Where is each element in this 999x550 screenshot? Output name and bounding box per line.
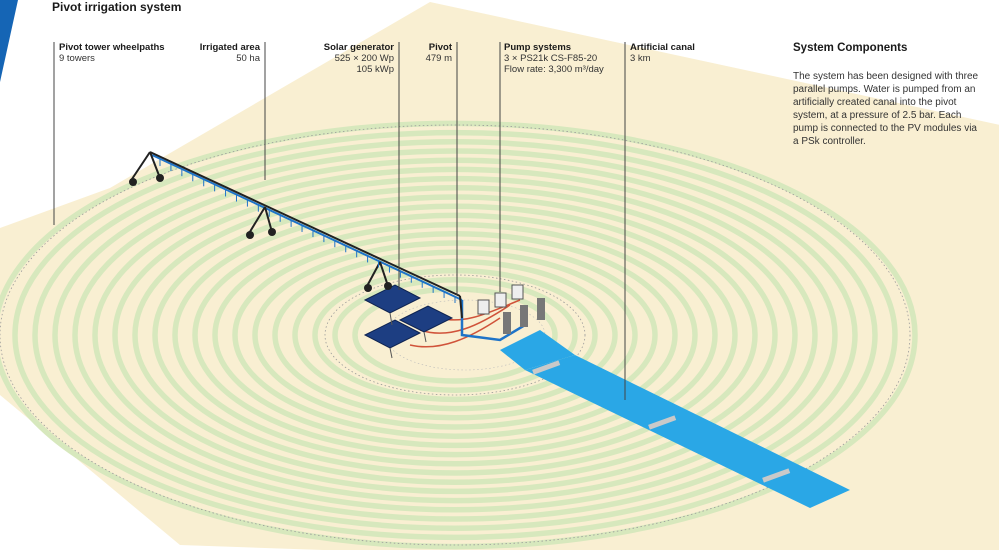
- irrigation-ring: [132, 185, 778, 485]
- callout-pumps-value2: Flow rate: 3,300 m³/day: [504, 64, 604, 75]
- callout-wheelpaths-label: Pivot tower wheelpaths: [59, 42, 165, 53]
- callout-solar: Solar generator 525 × 200 Wp 105 kWp: [294, 42, 394, 75]
- irrigation-ring: [192, 212, 718, 458]
- inner-boundary: [324, 274, 586, 396]
- irrigation-ring: [92, 166, 818, 504]
- psk-controllers: [477, 284, 524, 315]
- callout-area: Irrigated area 50 ha: [180, 42, 260, 64]
- callout-pumps-label: Pump systems: [504, 42, 572, 53]
- irrigation-ring: [52, 148, 858, 522]
- irrigation-ring: [272, 249, 638, 421]
- callout-pivot-label: Pivot: [428, 42, 452, 53]
- callout-area-value: 50 ha: [236, 53, 260, 64]
- irrigation-ring: [152, 194, 758, 476]
- outer-boundary: [0, 124, 911, 546]
- irrigation-ring: [312, 267, 598, 403]
- callout-wheelpaths-value: 9 towers: [59, 53, 95, 64]
- callout-solar-value2: 105 kWp: [356, 64, 395, 75]
- callout-canal-value: 3 km: [630, 53, 651, 64]
- callout-canal: Artificial canal 3 km: [630, 42, 695, 64]
- irrigation-ring: [172, 203, 738, 467]
- pump-units: [503, 298, 545, 334]
- callout-pivot: Pivot 479 m: [410, 42, 452, 64]
- callout-area-label: Irrigated area: [199, 42, 260, 53]
- callout-pumps: Pump systems 3 × PS21k CS-F85-20 Flow ra…: [504, 42, 604, 75]
- callout-pumps-value: 3 × PS21k CS-F85-20: [504, 53, 598, 64]
- callout-wheelpaths: Pivot tower wheelpaths 9 towers: [59, 42, 165, 64]
- callout-solar-value: 525 × 200 Wp: [334, 53, 394, 64]
- callout-canal-label: Artificial canal: [630, 42, 695, 53]
- irrigation-ring: [12, 129, 898, 541]
- irrigation-ring: [32, 139, 878, 531]
- irrigation-ring: [0, 120, 918, 550]
- irrigation-ring: [112, 175, 798, 495]
- solar-generator: [363, 284, 454, 359]
- callout-solar-label: Solar generator: [323, 42, 394, 53]
- irrigation-ring: [232, 231, 678, 439]
- irrigation-ring: [332, 277, 578, 393]
- irrigation-ring: [252, 240, 658, 430]
- callout-pivot-value: 479 m: [425, 53, 452, 64]
- artificial-canal: [500, 330, 850, 508]
- system-components-heading: System Components: [793, 42, 908, 54]
- diagram-title: Pivot irrigation system: [52, 0, 182, 14]
- system-components-text: The system has been designed with three …: [793, 71, 979, 147]
- irrigation-ring: [352, 286, 558, 384]
- irrigation-ring: [72, 157, 838, 513]
- irrigation-rings: [0, 120, 918, 550]
- irrigation-ring: [212, 221, 698, 449]
- pivot-arm: [129, 151, 463, 319]
- irrigation-ring: [292, 258, 618, 412]
- corner-accent: [0, 0, 18, 82]
